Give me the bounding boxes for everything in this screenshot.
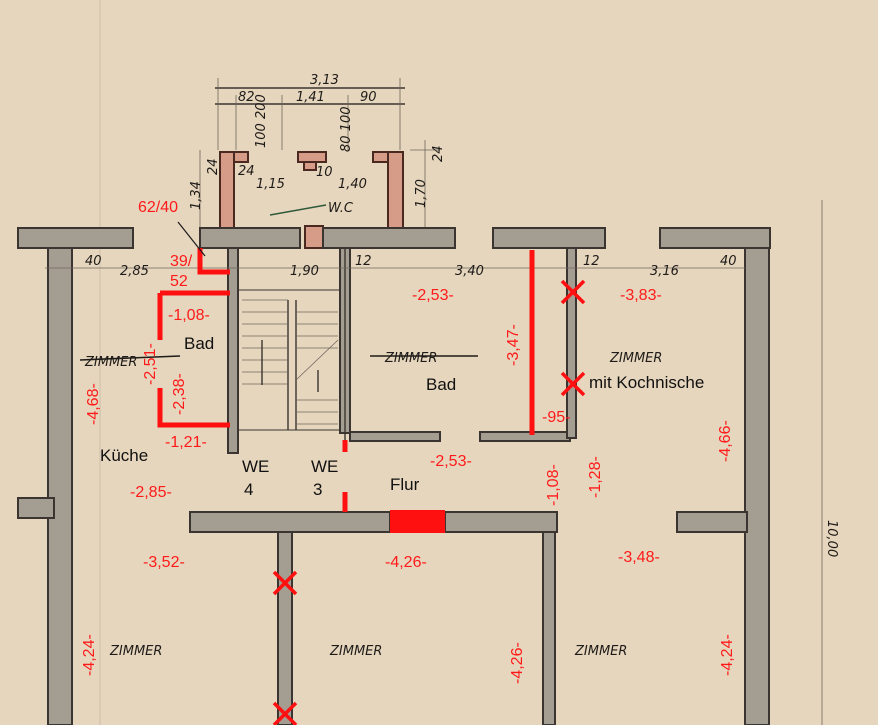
annex-wall-mid-stub bbox=[303, 161, 317, 171]
dim-190: 1,90 bbox=[290, 264, 319, 279]
dim-24: 24 bbox=[238, 164, 255, 179]
red-dim-347: -3,47- bbox=[505, 324, 522, 366]
dim-40-right: 40 bbox=[720, 254, 737, 269]
room-zimmer-bottom-1: ZIMMER bbox=[109, 644, 162, 659]
red-dim-121: -1,21- bbox=[165, 434, 207, 451]
label-bad-mid: Bad bbox=[426, 375, 456, 394]
red-dim-426b: -4,26- bbox=[509, 642, 526, 684]
red-dim-253a: -2,53- bbox=[412, 287, 454, 304]
dim-top-total: 3,13 bbox=[310, 73, 339, 88]
red-dim-383: -3,83- bbox=[620, 287, 662, 304]
dim-12b: 12 bbox=[583, 254, 600, 269]
red-dim-128: -1,28- bbox=[587, 456, 604, 498]
wc-leader bbox=[269, 204, 327, 216]
dim-24-left: 24 bbox=[206, 158, 221, 175]
dim-total-height: 10,00 bbox=[824, 520, 839, 557]
red-dim-108a: -1,08- bbox=[168, 307, 210, 324]
strike-zimmer-1 bbox=[79, 355, 181, 361]
room-zimmer-bottom-2: ZIMMER bbox=[329, 644, 382, 659]
dim-134: 1,34 bbox=[189, 181, 204, 210]
label-we3-number: 3 bbox=[313, 480, 322, 499]
label-kueche: Küche bbox=[100, 446, 148, 465]
label-we4-number: 4 bbox=[244, 480, 253, 499]
label-kochnische: mit Kochnische bbox=[589, 373, 704, 392]
red-dim-348: -3,48- bbox=[618, 549, 660, 566]
red-dim-95: -95- bbox=[542, 409, 570, 426]
dim-115: 1,15 bbox=[256, 177, 285, 192]
dim-170: 1,70 bbox=[414, 179, 429, 208]
label-we4: WE bbox=[242, 457, 269, 476]
dim-80-100: 80 100 bbox=[339, 107, 354, 153]
outer-walls bbox=[17, 227, 771, 725]
red-dim-352: -3,52- bbox=[143, 554, 185, 571]
red-dim-468: -4,68- bbox=[85, 383, 102, 425]
dim-140: 1,40 bbox=[338, 177, 367, 192]
red-markup bbox=[157, 221, 586, 725]
dim-40-left: 40 bbox=[85, 254, 102, 269]
red-dim-108b: -1,08- bbox=[545, 464, 562, 506]
red-dim-426a: -4,26- bbox=[385, 554, 427, 571]
dim-285: 2,85 bbox=[120, 264, 149, 279]
label-flur: Flur bbox=[390, 475, 420, 494]
annex-wall-left bbox=[219, 151, 235, 233]
annex-wall-right bbox=[387, 151, 404, 231]
dim-top-141: 1,41 bbox=[296, 90, 325, 105]
label-bad-left: Bad bbox=[184, 334, 214, 353]
red-dim-52: 52 bbox=[170, 273, 188, 290]
red-dim-253b: -2,53- bbox=[430, 453, 472, 470]
red-dim-39: 39/ bbox=[170, 253, 193, 270]
dim-24-right: 24 bbox=[431, 145, 446, 162]
red-dim-424b: -4,24- bbox=[719, 634, 736, 676]
red-dim-238: -2,38- bbox=[171, 373, 188, 415]
dim-340: 3,40 bbox=[455, 264, 484, 279]
dim-top-82: 82 bbox=[238, 90, 255, 105]
red-dim-6240: 62/40 bbox=[138, 199, 178, 216]
red-dim-251: -2,51- bbox=[142, 343, 159, 385]
annex-dimension-lines bbox=[199, 78, 440, 240]
stair bbox=[237, 289, 341, 431]
dim-100-200: 100 200 bbox=[254, 94, 269, 148]
red-dim-424a: -4,24- bbox=[81, 634, 98, 676]
wc-label: W.C bbox=[328, 201, 354, 216]
red-dim-285: -2,85- bbox=[130, 484, 172, 501]
room-zimmer-3: ZIMMER bbox=[609, 351, 662, 366]
label-we3: WE bbox=[311, 457, 338, 476]
annex-wall-left-cap bbox=[233, 151, 249, 163]
dim-12a: 12 bbox=[355, 254, 372, 269]
room-zimmer-bottom-3: ZIMMER bbox=[574, 644, 627, 659]
room-zimmer-2: ZIMMER bbox=[384, 351, 437, 366]
annex-pillar bbox=[304, 225, 324, 249]
dim-316: 3,16 bbox=[650, 264, 679, 279]
dim-top-90: 90 bbox=[360, 90, 377, 105]
annex-wall-mid bbox=[297, 151, 327, 163]
dim-10: 10 bbox=[316, 165, 333, 180]
red-dim-466: -4,66- bbox=[717, 420, 734, 462]
